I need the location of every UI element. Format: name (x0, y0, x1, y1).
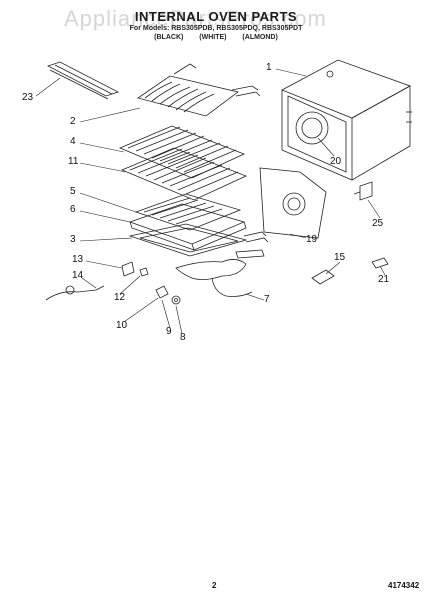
callout-2: 2 (70, 116, 76, 127)
part-3-bake-element (128, 223, 269, 257)
part-5-broil-pan-insert (134, 193, 242, 231)
callout-4: 4 (70, 136, 76, 147)
callout-11: 11 (68, 156, 79, 167)
part-23-rack-support (46, 61, 120, 100)
document-part-number: 4174342 (388, 581, 420, 590)
part-4-upper-rack (118, 125, 246, 179)
model-list: For Models: RBS305PDB, RBS305PDQ, RBS305… (129, 25, 303, 32)
callout-leader-lines (35, 68, 386, 335)
callout-25: 25 (372, 218, 384, 229)
callout-8: 8 (180, 332, 186, 343)
callout-6: 6 (70, 204, 76, 215)
part-2-broil-element (137, 63, 261, 117)
callout-3: 3 (70, 234, 76, 245)
callout-13: 13 (72, 254, 84, 265)
part-13-bracket (121, 261, 149, 277)
callout-23: 23 (22, 92, 34, 103)
callout-14: 14 (72, 270, 84, 281)
part-6-broil-pan (128, 203, 247, 251)
part-21-clip (371, 257, 389, 269)
callout-15: 15 (334, 252, 346, 263)
callout-10: 10 (116, 320, 128, 331)
callout-19: 19 (306, 234, 318, 245)
part-8-nut (171, 295, 181, 305)
part-10-fitting (155, 285, 169, 299)
diagram-title: INTERNAL OVEN PARTS (134, 9, 298, 24)
callout-7: 7 (264, 294, 270, 305)
part-11-lower-rack (120, 147, 248, 201)
color-list: (BLACK) (WHITE) (ALMOND) (154, 34, 278, 41)
page-number: 2 (212, 581, 217, 590)
callout-1: 1 (266, 62, 272, 73)
part-15-latch (311, 269, 335, 285)
part-7-wire-harness (175, 249, 265, 297)
callout-12: 12 (114, 292, 126, 303)
part-1-oven-liner (281, 59, 412, 181)
part-25-hinge-receiver (353, 181, 373, 201)
callout-9: 9 (166, 326, 172, 337)
part-14-temperature-sensor (45, 285, 105, 301)
part-19-rear-panel (259, 167, 327, 239)
callout-21: 21 (378, 274, 390, 285)
callout-20: 20 (330, 156, 342, 167)
watermark: AppliancePartsPros.com (64, 6, 327, 31)
callout-5: 5 (70, 186, 76, 197)
